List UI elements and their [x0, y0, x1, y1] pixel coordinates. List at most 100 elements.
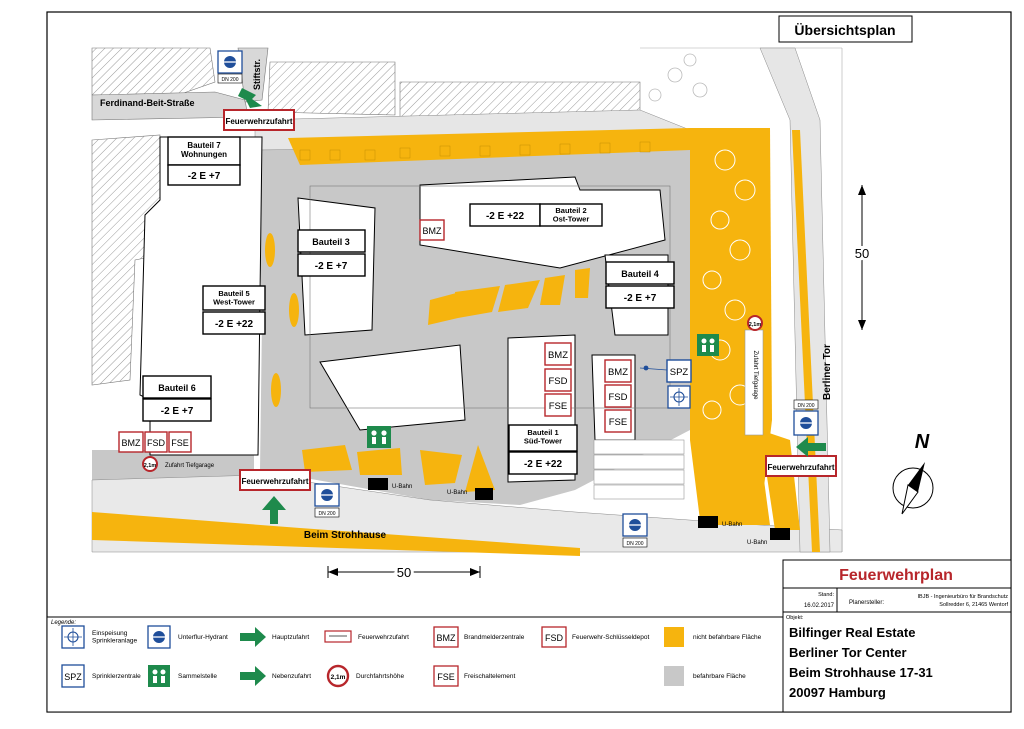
- ubahn-label-3: U-Bahn: [722, 522, 742, 528]
- legend-text-assembly: Sammelstelle: [178, 673, 217, 680]
- legend-spz-icon: SPZ: [61, 664, 85, 688]
- svg-text:DN 200: DN 200: [798, 403, 815, 409]
- fse-sign-b1: FSE: [544, 393, 572, 417]
- bmz-sign-b6: BMZ: [118, 431, 144, 453]
- fire-access-sign-east: Feuerwehrzufahrt: [765, 455, 837, 477]
- planer-line2: Sollredder 6, 21465 Wentorf: [939, 602, 1008, 608]
- legend-text-fsd: Feuerwehr-Schlüsseldepot: [572, 634, 650, 641]
- svg-text:BMZ: BMZ: [608, 367, 628, 378]
- objekt-line-1: Bilfinger Real Estate: [789, 625, 915, 640]
- ferdinand-street: [91, 91, 249, 121]
- planer-line1: IBJB - Ingenieurbüro für Brandschutz: [918, 594, 1009, 600]
- hatched-building-w: [91, 134, 161, 386]
- legend-fire-access-sign-icon: [324, 630, 352, 643]
- legend-text-fse: Freischaltelement: [464, 673, 515, 680]
- legend-title: Legende:: [51, 620, 76, 626]
- svg-text:50: 50: [397, 565, 411, 580]
- hydrant-icon: DN 200: [217, 50, 243, 84]
- fsd-sign-b1: FSD: [544, 368, 572, 392]
- svg-text:-2 E +7: -2 E +7: [315, 261, 348, 272]
- svg-text:-2 E +7: -2 E +7: [624, 293, 657, 304]
- fire-access-sign-north: Feuerwehrzufahrt: [223, 109, 295, 131]
- parking-grid: [593, 439, 685, 500]
- svg-text:-2 E +22: -2 E +22: [486, 211, 525, 222]
- building-label-b4: Bauteil 4 -2 E +7: [605, 261, 675, 309]
- svg-text:Bauteil 6: Bauteil 6: [158, 383, 196, 393]
- svg-text:-2 E +22: -2 E +22: [215, 319, 254, 330]
- hatched-building-nw: [91, 47, 216, 96]
- legend-main-access-arrow-icon: [240, 627, 266, 647]
- ubahn-label-4: U-Bahn: [747, 540, 767, 546]
- fse-sign-b6: FSE: [168, 431, 192, 453]
- svg-text:FSE: FSE: [549, 401, 567, 412]
- svg-text:SPZ: SPZ: [64, 672, 82, 682]
- legend-text-grey-area: befahrbare Fläche: [693, 673, 746, 680]
- bmz-sign-b1: BMZ: [544, 342, 572, 366]
- objekt-line-3: Beim Strohhause 17-31: [789, 665, 933, 680]
- svg-text:-2 E +7: -2 E +7: [161, 406, 194, 417]
- hydrant-icon: DN 200: [314, 483, 340, 518]
- svg-text:50: 50: [855, 246, 869, 261]
- svg-text:Feuerwehrzufahrt: Feuerwehrzufahrt: [225, 117, 292, 126]
- svg-text:SPZ: SPZ: [670, 367, 689, 378]
- legend-text-bmz: Brandmelderzentrale: [464, 634, 525, 641]
- legend-text-height-limit: Durchfahrtshöhe: [356, 673, 404, 680]
- east-ramp-label: Zufahrt Tiefgarage: [752, 350, 758, 400]
- stand-date: 16.02.2017: [804, 603, 835, 609]
- spz-point: [643, 365, 649, 371]
- legend-side-access-arrow-icon: [240, 666, 266, 686]
- legend-text-spz: Sprinklerzentrale: [92, 673, 141, 680]
- hydrant-icon: DN 200: [793, 399, 819, 436]
- svg-text:BMZ: BMZ: [423, 226, 443, 236]
- scale-bar-vertical: 50: [852, 185, 872, 330]
- objekt-label: Objekt:: [786, 615, 804, 621]
- legend-hydrant-icon: [147, 625, 171, 649]
- svg-text:DN 200: DN 200: [319, 511, 336, 517]
- objekt-line-2: Berliner Tor Center: [789, 645, 907, 660]
- access-arrow-south-icon: [262, 496, 286, 524]
- svg-text:Bauteil 4: Bauteil 4: [621, 269, 659, 279]
- svg-text:DN 200: DN 200: [627, 541, 644, 547]
- street-label-ferdinand: Ferdinand-Beit-Straße: [100, 98, 195, 108]
- building-label-b3: Bauteil 3 -2 E +7: [297, 229, 366, 277]
- legend-text-side-access: Nebenzufahrt: [272, 673, 311, 680]
- title-box: [778, 15, 913, 43]
- svg-text:2,1m: 2,1m: [144, 463, 157, 469]
- svg-text:DN 200: DN 200: [222, 77, 239, 83]
- objekt-line-4: 20097 Hamburg: [789, 685, 886, 700]
- legend-sprinkler-feed-icon: [61, 625, 85, 649]
- ubahn-label-2: U-Bahn: [447, 490, 467, 496]
- scale-bar-horizontal: 50: [327, 562, 481, 583]
- fire-access-sign-south: Feuerwehrzufahrt: [239, 469, 311, 491]
- north-arrow-icon: N: [892, 431, 934, 515]
- spz-sign: SPZ: [666, 359, 692, 383]
- svg-text:FSD: FSD: [549, 376, 568, 387]
- legend-grey-area-icon: [664, 666, 684, 686]
- svg-text:N: N: [915, 431, 930, 453]
- sprinkler-feed-icon: [667, 385, 691, 409]
- svg-text:BMZ: BMZ: [437, 633, 457, 643]
- fse-sign-b4: FSE: [604, 409, 632, 433]
- title-box-text: Übersichtsplan: [794, 22, 895, 38]
- svg-text:FSD: FSD: [147, 438, 166, 448]
- legend-text-main-access: Hauptzufahrt: [272, 634, 309, 641]
- svg-text:FSD: FSD: [545, 633, 564, 643]
- legend-orange-area-icon: [664, 627, 684, 647]
- sw-ramp-label: Zufahrt Tiefgarage: [165, 463, 215, 469]
- svg-text:FSD: FSD: [609, 392, 628, 403]
- svg-text:2,1m: 2,1m: [749, 322, 762, 328]
- hatched-building-n1: [267, 61, 396, 116]
- legend-fsd-icon: FSD: [541, 626, 567, 648]
- legend-text-hydrant: Unterflur-Hydrant: [178, 634, 228, 641]
- svg-text:Feuerwehrzufahrt: Feuerwehrzufahrt: [767, 463, 834, 472]
- legend-bmz-icon: BMZ: [433, 626, 459, 648]
- ubahn-label-1: U-Bahn: [392, 484, 412, 490]
